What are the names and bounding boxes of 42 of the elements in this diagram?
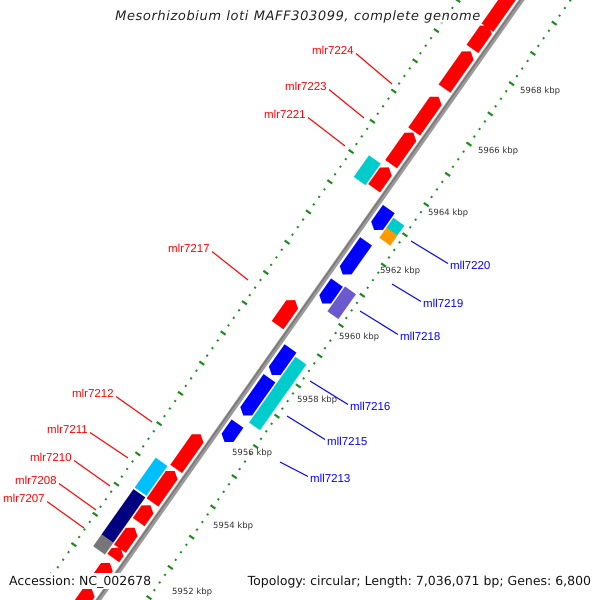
gene-label: mlr7208	[15, 475, 57, 488]
gene-label: mll7215	[327, 436, 368, 449]
gene-label: mlr7211	[47, 424, 88, 437]
leader-line	[74, 460, 110, 486]
leader-line	[46, 501, 84, 528]
leader-line	[328, 89, 364, 118]
leader-line	[360, 310, 398, 335]
kbp-tick-label: 5960 kbp	[339, 332, 380, 342]
gene-label: mlr7221	[264, 109, 306, 122]
leader-line	[90, 432, 128, 458]
leader-line	[410, 240, 448, 264]
gene-label: mlr7224	[312, 45, 354, 58]
gene-label: mll7213	[310, 473, 350, 486]
kbp-tick-label: 5958 kbp	[297, 395, 338, 405]
leader-line	[280, 461, 308, 478]
leader-line	[116, 396, 152, 422]
kbp-tick-label: 5952 kbp	[172, 587, 212, 597]
kbp-tick-label: 5966 kbp	[478, 146, 518, 156]
gene-label: mll7220	[450, 260, 490, 273]
leader-line	[310, 380, 348, 405]
gene-label: mlr7217	[168, 243, 210, 256]
gene-label: mlr7212	[72, 388, 114, 401]
kbp-tick-label: 5954 kbp	[213, 521, 254, 531]
genome-title: Mesorhizobium loti MAFF303099, complete genome	[115, 9, 481, 24]
kbp-tick-label: 5962 kbp	[380, 266, 420, 276]
leader-line	[356, 53, 392, 84]
genome-info-text: Topology: circular; Length: 7,036,071 bp; Genes: 6,800	[246, 573, 592, 589]
leader-line	[212, 251, 248, 280]
leader-line	[308, 117, 346, 146]
leader-line	[392, 283, 422, 302]
gene-label: mlr7210	[30, 452, 72, 465]
gene-label: mll7216	[350, 401, 390, 414]
accession-text: Accession: NC_002678	[8, 573, 152, 589]
gene-label: mll7219	[423, 298, 464, 311]
gene-label: mlr7223	[285, 81, 327, 94]
kbp-tick-label: 5968 kbp	[520, 86, 560, 96]
leader-line	[286, 416, 326, 440]
gene-label: mlr7207	[3, 493, 45, 506]
gene-label: mll7218	[400, 331, 440, 344]
kbp-tick-label: 5964 kbp	[428, 208, 468, 218]
leader-line	[58, 483, 96, 510]
kbp-tick-label: 5956 kbp	[232, 448, 272, 458]
